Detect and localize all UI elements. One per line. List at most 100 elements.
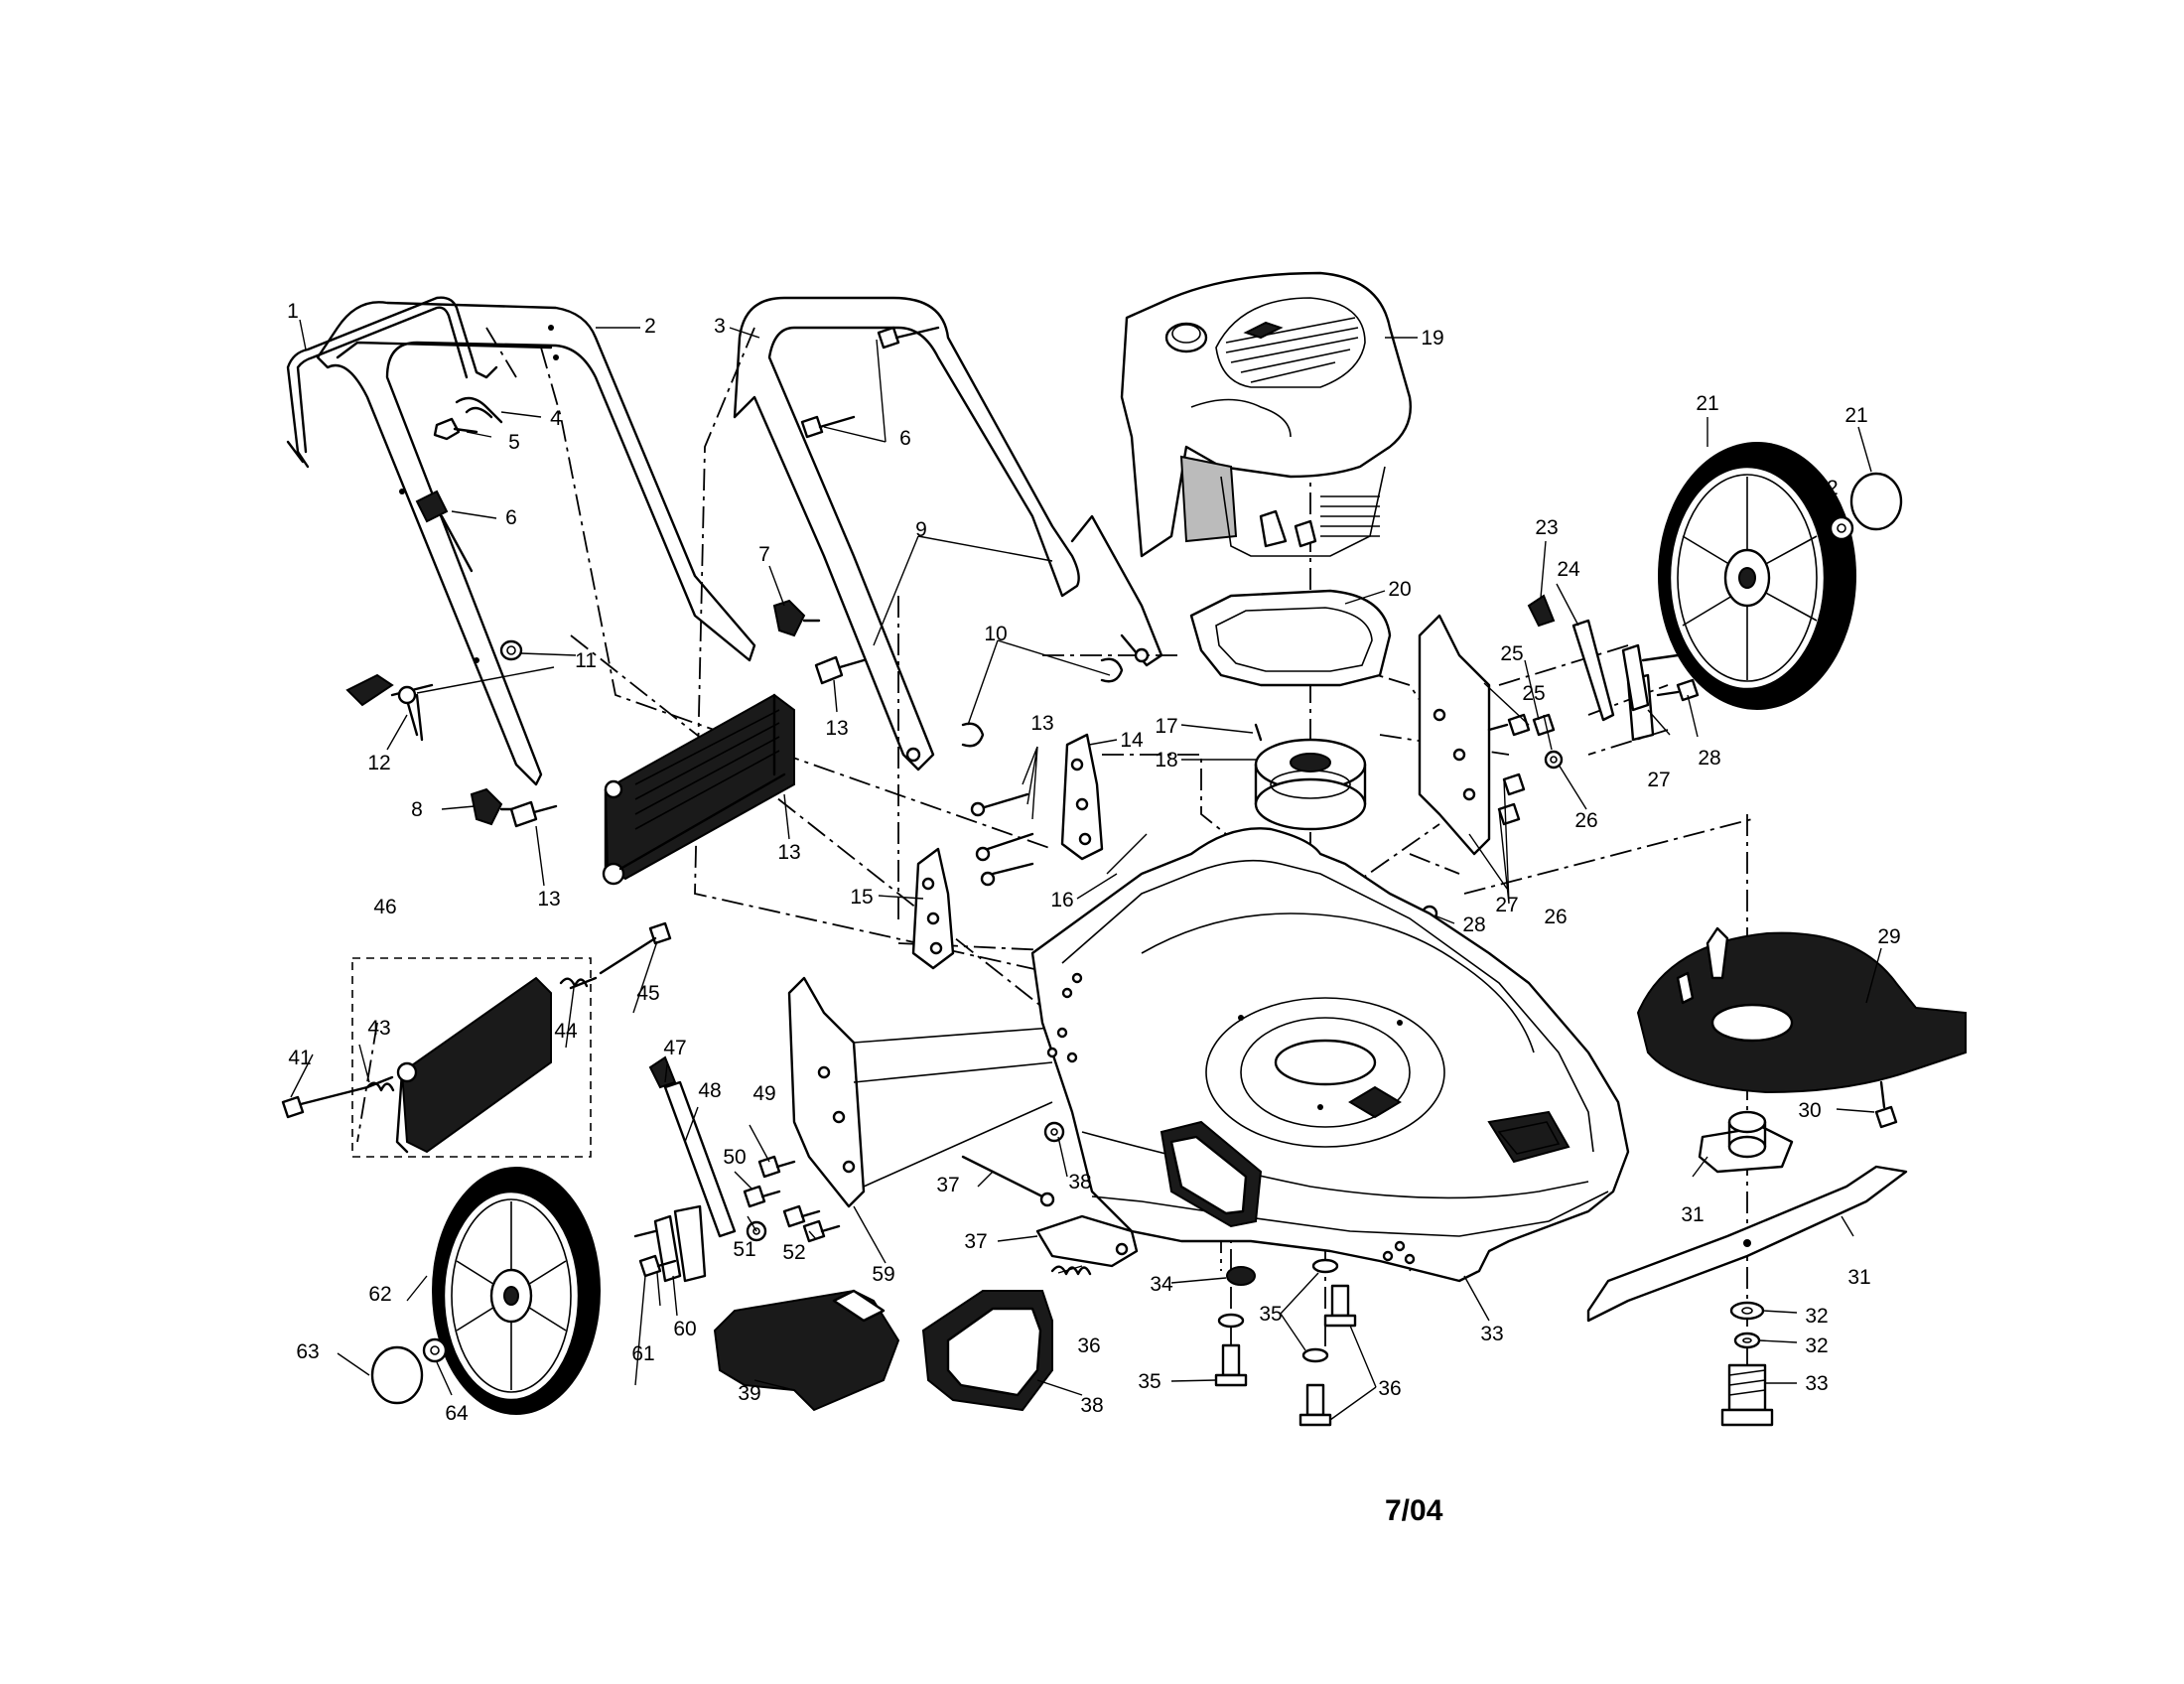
callout-19: 12: [367, 752, 390, 774]
callout-13-left-bottom: 52: [782, 1241, 805, 1264]
bolt-41: [1874, 1080, 1898, 1129]
callout-4: 6: [505, 506, 517, 529]
rear-bracket-10-11-12: [911, 733, 1104, 970]
callout-47: 31: [1847, 1266, 1870, 1289]
callout-14: 27: [1495, 894, 1518, 916]
callout-31-right: 23: [1535, 516, 1558, 539]
washer-49: [1733, 1332, 1761, 1349]
spring-61: [1050, 1265, 1092, 1276]
callout-30: 60: [673, 1318, 696, 1340]
callout-11: 14: [1120, 729, 1144, 752]
callout-27-left: 62: [368, 1283, 391, 1306]
callout-18: 11: [575, 649, 597, 672]
nut-26-right: [1829, 515, 1854, 541]
hubcap-35-right: [1849, 472, 1903, 531]
callout-50: 33: [1805, 1372, 1828, 1395]
rear-wheel-27: [432, 1167, 601, 1415]
clips-7: [961, 657, 1124, 748]
callout-6-bottom: 8: [411, 798, 423, 821]
callout-28-left: 61: [631, 1342, 654, 1365]
callout-7: 10: [984, 623, 1007, 645]
washers-39: [1217, 1258, 1339, 1363]
baffle-43: [1636, 926, 1967, 1094]
cable-guide-4: [415, 490, 474, 573]
bracket-60: [1035, 1214, 1139, 1268]
callout-44: 33: [1480, 1323, 1503, 1345]
callout-63: 34: [1150, 1273, 1173, 1296]
callout-35-left: 63: [296, 1340, 319, 1363]
screw-52: [433, 417, 478, 441]
callout-22: 18: [1155, 749, 1177, 772]
callout-34: 27: [1647, 769, 1670, 791]
bolts-21: [509, 655, 866, 828]
bolts-25: [1214, 1284, 1357, 1427]
callout-21-top: 13: [825, 717, 848, 740]
callout-1: 2: [644, 315, 656, 338]
callout-6-top: 7: [758, 543, 770, 566]
callout-12: 15: [850, 886, 873, 909]
hubcap-35-left: [370, 1345, 424, 1405]
deck-44: [1030, 827, 1630, 1283]
callout-35-right: 21: [1844, 404, 1867, 427]
front-wheel-27: [1658, 442, 1856, 710]
callout-31-left: 47: [663, 1037, 686, 1059]
revision-date: 7/04: [1385, 1494, 1443, 1527]
axle-30: [633, 1214, 682, 1283]
spacer-63: [1226, 1266, 1256, 1286]
callout-39: 35: [1259, 1303, 1282, 1326]
bolts-5: [800, 326, 940, 439]
callout-45: 16: [1050, 889, 1073, 912]
engine-24: [1120, 271, 1412, 558]
washer-48: [1729, 1301, 1765, 1321]
callout-38-left: 51: [733, 1238, 755, 1261]
callout-16: 44: [554, 1020, 578, 1043]
callout-8: 9: [915, 518, 927, 541]
cable-tie-51: [455, 396, 503, 424]
callout-5: 6: [899, 427, 911, 450]
callout-25-right: 36: [1378, 1377, 1401, 1400]
gasket-29: [1189, 589, 1392, 687]
callout-28-right: 28: [1698, 747, 1720, 770]
callout-37-left: 50: [723, 1146, 746, 1169]
spring-17: [365, 1081, 395, 1092]
rear-flap-assembly-9: [351, 957, 598, 1158]
callout-13-right-top: 25: [1500, 642, 1523, 665]
callout-17: 43: [367, 1017, 390, 1040]
callout-59: 39: [738, 1382, 760, 1405]
callout-52: 5: [508, 431, 520, 454]
mulch-plug-64: [921, 1290, 1053, 1412]
pulley-22: [1254, 738, 1367, 831]
callout-labels: 1 2 3 4 5 6 6 7 8 9 10 11 12 13 13 13 13…: [287, 300, 1901, 1425]
bolt-28-right: [1656, 678, 1700, 702]
callout-24: 19: [1421, 327, 1443, 350]
nut-26-left: [422, 1337, 448, 1363]
deflector-59: [713, 1289, 900, 1412]
callout-61: 36: [1077, 1334, 1100, 1357]
callout-43: 29: [1877, 925, 1900, 948]
callout-leader-lines: [290, 319, 1882, 1421]
callout-2: 3: [714, 315, 726, 338]
rear-baffle-20: [602, 693, 795, 886]
callout-46: 31: [1681, 1203, 1704, 1226]
side-bracket-14: [1418, 614, 1491, 856]
callout-64: 38: [1080, 1394, 1103, 1417]
spring-16: [559, 977, 589, 988]
callout-29: 20: [1388, 578, 1411, 601]
callout-27-right: 21: [1696, 392, 1718, 415]
axle-34: [1621, 643, 1680, 712]
assembly-guide-lines: [356, 327, 1753, 1370]
callout-13-right-bottom: 26: [1544, 906, 1567, 928]
callout-3: 1: [287, 300, 299, 323]
bolt-28-left: [638, 1254, 677, 1278]
callout-13-left-top: 49: [752, 1082, 775, 1105]
callout-33-right: 28: [1462, 913, 1485, 936]
callout-25-left: 35: [1138, 1370, 1160, 1393]
blade-bolt-50: [1720, 1363, 1774, 1427]
callout-37-right: 25: [1522, 682, 1545, 705]
adapter-46: [1698, 1110, 1794, 1174]
callout-41: 30: [1798, 1099, 1821, 1122]
key-23: [1254, 723, 1263, 742]
callout-32-right: 24: [1557, 558, 1580, 581]
lower-handle-2: [733, 296, 1163, 772]
